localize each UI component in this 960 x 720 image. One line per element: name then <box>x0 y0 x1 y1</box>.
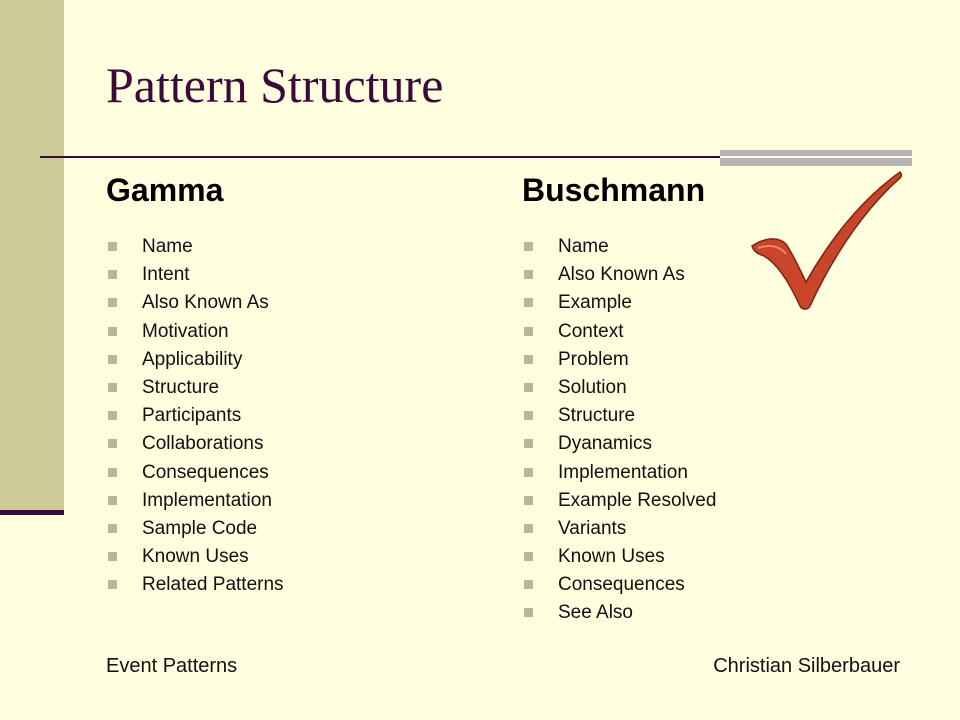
list-item-text: Collaborations <box>142 433 264 455</box>
list-item-text: Applicability <box>142 348 243 370</box>
left-bullet-list: Name Intent Also Known As Motivation App… <box>106 234 284 600</box>
bullet-icon <box>108 467 117 477</box>
footer-left-text: Event Patterns <box>106 655 238 677</box>
list-item: Name <box>522 234 716 262</box>
list-item: Participants <box>106 403 284 431</box>
bullet-icon <box>108 523 117 533</box>
list-item: Example <box>522 290 716 318</box>
list-item-text: Variants <box>558 517 627 539</box>
list-item-text: Dyanamics <box>558 433 652 455</box>
list-item: Variants <box>522 516 716 544</box>
side-bar-underline <box>0 510 64 515</box>
list-item: Name <box>106 234 284 262</box>
list-item-text: Consequences <box>558 574 685 596</box>
bullet-icon <box>108 298 117 308</box>
list-item-text: Structure <box>142 376 220 398</box>
list-item-text: Known Uses <box>142 546 249 568</box>
bullet-icon <box>108 552 117 562</box>
bullet-icon <box>524 552 533 562</box>
list-item: Motivation <box>106 319 284 347</box>
list-item: Solution <box>522 375 716 403</box>
list-item: Applicability <box>106 347 284 375</box>
list-item-text: Motivation <box>142 320 229 342</box>
bullet-icon <box>108 242 117 251</box>
slide-title: Pattern Structure <box>106 57 444 113</box>
list-item: Collaborations <box>106 431 284 459</box>
bullet-icon <box>108 354 117 364</box>
title-rule-accent <box>720 150 912 166</box>
right-column-heading: Buschmann <box>522 172 706 208</box>
list-item: Sample Code <box>106 516 284 544</box>
list-item: Context <box>522 319 716 347</box>
bullet-icon <box>524 242 533 251</box>
bullet-icon <box>108 270 117 280</box>
title-rule <box>40 156 720 158</box>
list-item-text: Implementation <box>558 461 688 483</box>
list-item-text: Implementation <box>142 489 272 511</box>
bullet-icon <box>524 495 533 505</box>
list-item: Implementation <box>106 488 284 516</box>
bullet-icon <box>108 411 117 421</box>
bullet-icon <box>108 439 117 449</box>
list-item-text: Solution <box>558 376 627 398</box>
bullet-icon <box>108 580 117 590</box>
list-item: Consequences <box>522 572 716 600</box>
left-column-heading: Gamma <box>106 172 224 208</box>
list-item: Implementation <box>522 460 716 488</box>
list-item-text: Example <box>558 292 632 314</box>
list-item-text: Name <box>558 236 609 257</box>
list-item: Intent <box>106 262 284 290</box>
checkmark-icon <box>751 171 903 310</box>
list-item: Related Patterns <box>106 572 284 600</box>
list-item: Example Resolved <box>522 488 716 516</box>
list-item: Dyanamics <box>522 431 716 459</box>
bullet-icon <box>524 608 533 618</box>
list-item-text: Structure <box>558 405 636 427</box>
bullet-icon <box>524 382 533 392</box>
list-item: Structure <box>106 375 284 403</box>
list-item: See Also <box>522 600 716 628</box>
list-item-text: Related Patterns <box>142 574 284 596</box>
bullet-icon <box>524 523 533 533</box>
bullet-icon <box>524 411 533 421</box>
list-item-text: Name <box>142 236 193 257</box>
list-item: Structure <box>522 403 716 431</box>
list-item-text: Sample Code <box>142 517 258 539</box>
list-item-text: Known Uses <box>558 546 665 568</box>
bullet-icon <box>524 580 533 590</box>
bullet-icon <box>108 326 117 336</box>
list-item: Known Uses <box>106 544 284 572</box>
bullet-icon <box>524 439 533 449</box>
list-item: Known Uses <box>522 544 716 572</box>
list-item-text: Context <box>558 320 624 342</box>
bullet-icon <box>524 326 533 336</box>
bullet-icon <box>524 354 533 364</box>
footer-right-text: Christian Silberbauer <box>713 655 900 677</box>
bullet-icon <box>108 382 117 392</box>
list-item-text: Intent <box>142 264 190 286</box>
list-item: Consequences <box>106 460 284 488</box>
right-bullet-list: Name Also Known As Example Context Probl… <box>522 234 716 629</box>
list-item-text: Also Known As <box>558 264 685 286</box>
list-item-text: Problem <box>558 348 629 370</box>
side-bar <box>0 0 64 512</box>
list-item: Also Known As <box>106 290 284 318</box>
list-item-text: Also Known As <box>142 292 269 314</box>
list-item-text: Participants <box>142 405 242 427</box>
list-item-text: Consequences <box>142 461 269 483</box>
list-item: Also Known As <box>522 262 716 290</box>
bullet-icon <box>524 270 533 280</box>
bullet-icon <box>524 298 533 308</box>
bullet-icon <box>108 495 117 505</box>
list-item-text: See Also <box>558 602 633 624</box>
list-item-text: Example Resolved <box>558 489 717 511</box>
list-item: Problem <box>522 347 716 375</box>
bullet-icon <box>524 467 533 477</box>
